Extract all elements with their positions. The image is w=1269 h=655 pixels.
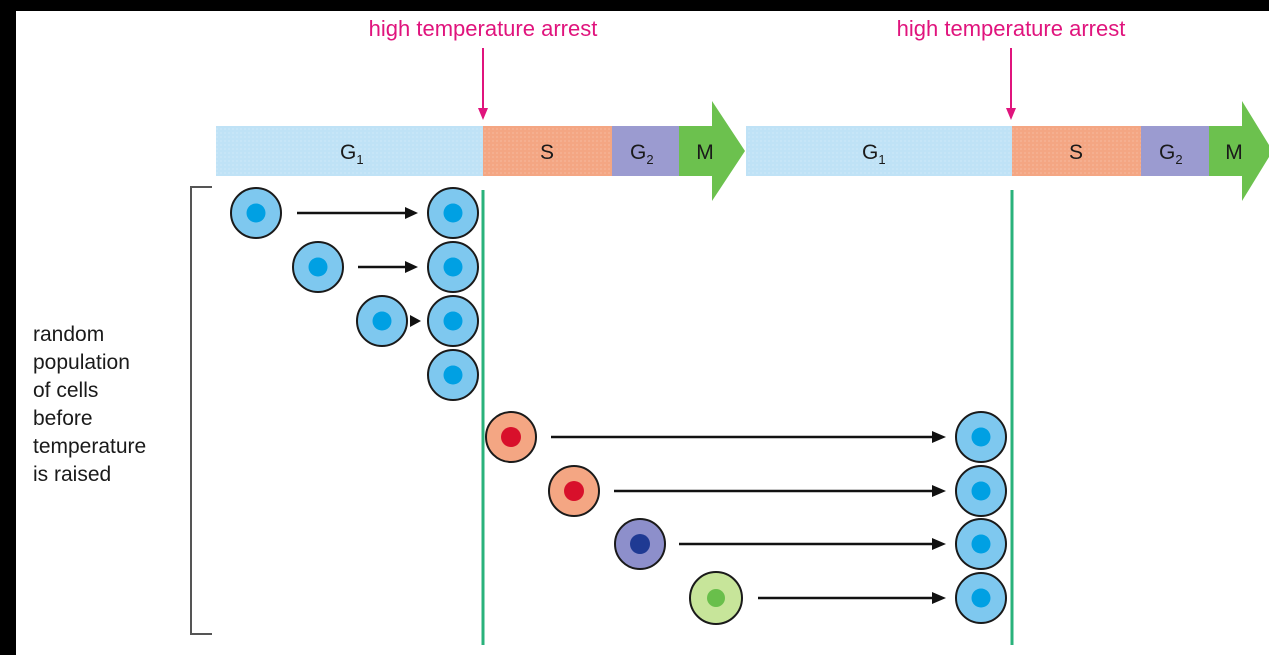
cell-arrested-2c-nucleus xyxy=(971,534,991,554)
arrest-label-1: high temperature arrest xyxy=(369,16,598,41)
phase-g2-letter-1: G xyxy=(630,141,646,164)
cell-g2 xyxy=(614,518,666,570)
phase-s-label-1: S xyxy=(540,141,554,164)
side-label-line-1: random xyxy=(33,323,104,346)
phase-g2-subscript-1: 2 xyxy=(646,152,653,167)
phase-s-texture-1 xyxy=(483,126,612,176)
cell-arrested-2b-nucleus xyxy=(971,481,991,501)
arrow-m-head xyxy=(932,592,946,604)
side-label-line-2: population xyxy=(33,351,130,374)
phase-g2-label-1: G2 xyxy=(630,141,654,167)
arrest-pointer-2-head xyxy=(1006,108,1016,120)
side-label-line-6: is raised xyxy=(33,463,111,486)
phase-g1-letter-1: G xyxy=(340,141,356,164)
cell-arrested-1b-nucleus xyxy=(443,257,463,277)
cell-g2-nucleus xyxy=(630,534,650,554)
cell-arrested-2c xyxy=(955,518,1007,570)
side-label-line-4: before xyxy=(33,407,93,430)
phase-g1-texture-2 xyxy=(746,126,1012,176)
phase-g1-subscript-2: 1 xyxy=(878,152,885,167)
phase-g2-band-1 xyxy=(612,126,679,176)
arrow-g1-a-head xyxy=(405,207,418,219)
cycle-bar-1: G1 S G2 M xyxy=(216,101,745,201)
cell-arrested-2c-outline xyxy=(955,518,1007,570)
cell-arrested-1d-nucleus xyxy=(443,365,463,385)
arrest-pointer-1-head xyxy=(478,108,488,120)
phase-g1-label-1: G1 xyxy=(340,141,364,167)
cell-m-outline xyxy=(689,571,743,625)
phase-g1-letter-2: G xyxy=(862,141,878,164)
phase-m-arrow-1 xyxy=(679,101,745,201)
cell-s-a-nucleus xyxy=(501,427,521,447)
side-label-line-3: of cells xyxy=(33,379,98,402)
arrow-g1-c-head xyxy=(410,315,421,327)
cell-arrested-1a-outline xyxy=(427,187,479,239)
cell-m xyxy=(689,571,743,625)
arrow-g2-head xyxy=(932,538,946,550)
population-bracket xyxy=(190,186,212,635)
cell-arrested-1c-nucleus xyxy=(443,311,463,331)
arrest-pointer-1 xyxy=(478,48,488,120)
cell-arrested-1c xyxy=(427,295,479,347)
phase-m-label-2: M xyxy=(1225,141,1243,164)
cell-m-nucleus xyxy=(707,589,725,607)
cell-s-a xyxy=(485,411,537,463)
cell-g1-start-c-nucleus xyxy=(372,311,392,331)
cell-arrested-1b-outline xyxy=(427,241,479,293)
cell-s-b-nucleus xyxy=(564,481,584,501)
cell-arrested-2d xyxy=(955,572,1007,624)
phase-g2-label-2: G2 xyxy=(1159,141,1183,167)
cell-g1-start-b xyxy=(292,241,344,293)
transition-arrows xyxy=(297,207,946,604)
phase-m-label-1: M xyxy=(696,141,714,164)
cell-g2-outline xyxy=(614,518,666,570)
phase-m-arrow-2 xyxy=(1209,101,1269,201)
cell-arrested-2d-outline xyxy=(955,572,1007,624)
phase-s-texture-2 xyxy=(1012,126,1141,176)
cell-g1-start-b-outline xyxy=(292,241,344,293)
cell-g1-start-a xyxy=(230,187,282,239)
cell-arrested-1d-outline xyxy=(427,349,479,401)
cycle-bar-2: G1 S G2 M xyxy=(746,101,1269,201)
phase-g1-subscript-1: 1 xyxy=(356,152,363,167)
arrest-pointer-2 xyxy=(1006,48,1016,120)
cell-arrested-1b xyxy=(427,241,479,293)
cell-arrested-2b-outline xyxy=(955,465,1007,517)
arrow-s-b-head xyxy=(932,485,946,497)
arrow-s-a-head xyxy=(932,431,946,443)
phase-s-label-2: S xyxy=(1069,141,1083,164)
phase-g2-band-2 xyxy=(1141,126,1209,176)
cell-arrested-1a-nucleus xyxy=(443,203,463,223)
phase-g2-letter-2: G xyxy=(1159,141,1175,164)
arrow-g1-b-head xyxy=(405,261,418,273)
cells xyxy=(230,187,1007,625)
cell-g1-start-a-outline xyxy=(230,187,282,239)
cell-arrested-2a-nucleus xyxy=(971,427,991,447)
cell-s-a-outline xyxy=(485,411,537,463)
cell-g1-start-a-nucleus xyxy=(246,203,266,223)
phase-g2-subscript-2: 2 xyxy=(1175,152,1182,167)
cell-arrested-2b xyxy=(955,465,1007,517)
cell-arrested-1a xyxy=(427,187,479,239)
side-label-line-5: temperature xyxy=(33,435,146,458)
cell-g1-start-c-outline xyxy=(356,295,408,347)
cell-arrested-1c-outline xyxy=(427,295,479,347)
cell-g1-start-b-nucleus xyxy=(308,257,328,277)
phase-g1-label-2: G1 xyxy=(862,141,886,167)
cell-g1-start-c xyxy=(356,295,408,347)
cell-arrested-2a xyxy=(955,411,1007,463)
cell-s-b-outline xyxy=(548,465,600,517)
cell-arrested-1d xyxy=(427,349,479,401)
cell-s-b xyxy=(548,465,600,517)
cell-arrested-2a-outline xyxy=(955,411,1007,463)
arrest-label-2: high temperature arrest xyxy=(897,16,1126,41)
phase-g1-texture-1 xyxy=(216,126,483,176)
cell-arrested-2d-nucleus xyxy=(971,588,991,608)
